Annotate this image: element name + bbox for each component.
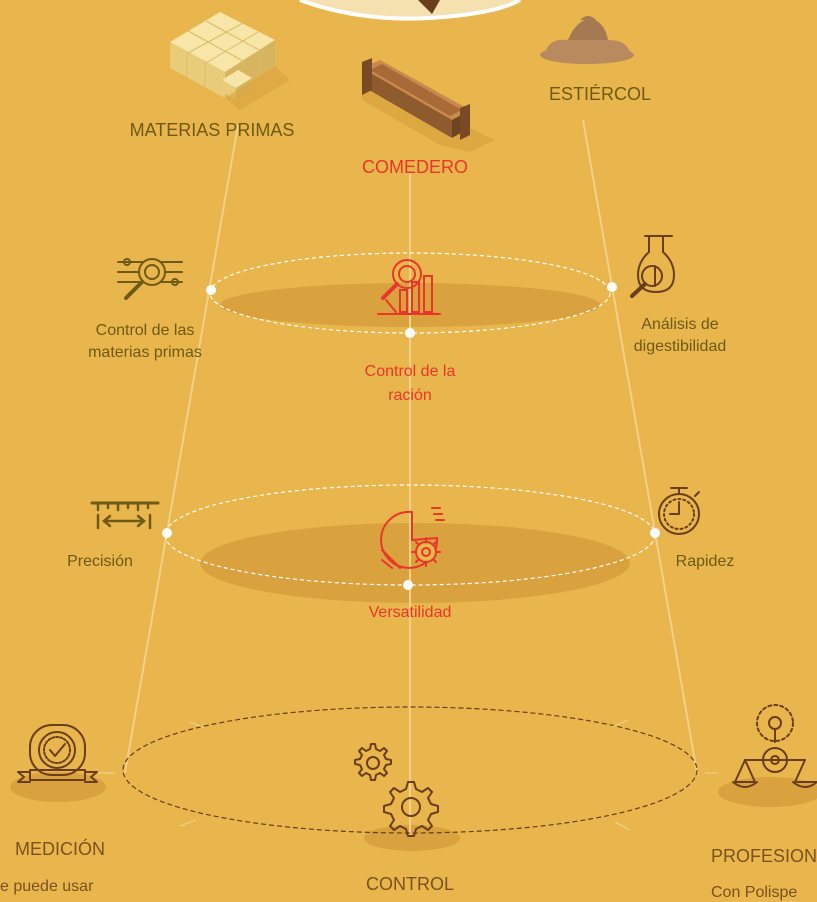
label-profesion-text: Con Polispe (711, 884, 798, 901)
label-analisis-line1: Análisis de (641, 316, 719, 333)
shadow-profesion (718, 777, 817, 807)
stopwatch-icon (658, 487, 700, 535)
gears-icon (354, 743, 439, 837)
label-materias-primas: MATERIAS PRIMAS (129, 120, 295, 140)
magnifier-lines-icon (117, 258, 183, 300)
label-comedero: COMEDERO (361, 157, 468, 177)
label-analisis-line2: digestibilidad (633, 338, 727, 355)
label-precision: Precisión (67, 553, 133, 570)
label-estiercol: ESTIÉRCOL (548, 84, 652, 104)
top-pointer (418, 0, 440, 14)
top-circle-edge (299, 0, 521, 21)
label-control-racion-line1: Control de la (364, 363, 456, 380)
test-tube-magnifier-icon (630, 235, 676, 298)
label-rapidez: Rapidez (675, 553, 735, 570)
label-control-racion-line2: ración (388, 387, 432, 404)
right-connector-line (582, 119, 698, 774)
balance-scale-icon (732, 704, 817, 788)
ellipse-level3 (122, 706, 698, 834)
label-profesion: PROFESION (711, 846, 817, 866)
connector-dots (162, 282, 660, 590)
label-control-racion: Control de la ración (335, 360, 485, 408)
shadow-level2 (200, 523, 630, 603)
label-versatilidad: Versatilidad (368, 604, 452, 621)
chart-gear-icon (380, 507, 445, 569)
magnifier-chart-icon (377, 259, 441, 315)
manure-pile-icon (540, 16, 634, 64)
certificate-badge-icon (17, 724, 98, 783)
label-control-materias-primas-line1: Control de las (95, 322, 195, 339)
label-control-materias-primas-line2: materias primas (88, 344, 202, 361)
feeder-trough-icon (362, 58, 495, 152)
ellipse-level3-ticks (98, 719, 718, 831)
shadow-control (364, 825, 460, 851)
label-medicion: MEDICIÓN (15, 839, 105, 859)
left-connector-line (124, 124, 239, 774)
ruler-arrows-icon (90, 501, 160, 530)
label-medicion-text: e puede usar (0, 878, 94, 895)
hay-bales-icon (170, 12, 290, 110)
label-control: CONTROL (365, 874, 454, 894)
label-control-materias-primas: Control de las materias primas (65, 320, 225, 364)
label-analisis-digestibilidad: Análisis de digestibilidad (605, 314, 755, 358)
